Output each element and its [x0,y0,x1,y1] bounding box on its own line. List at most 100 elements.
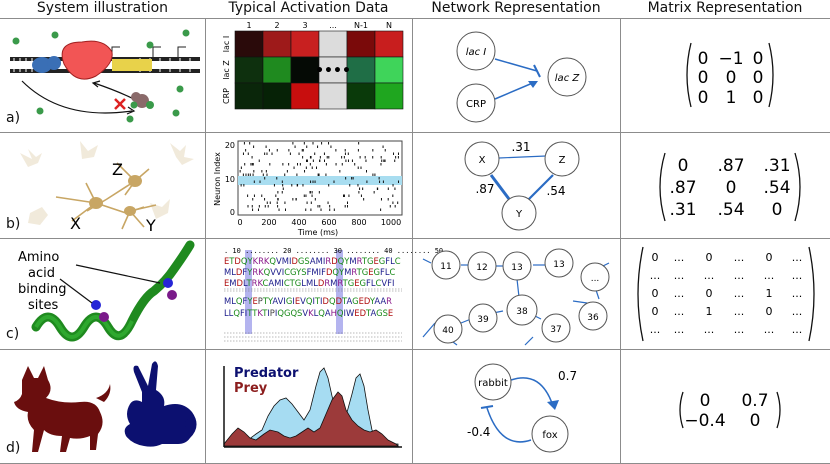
svg-text:fox: fox [542,430,557,441]
sequence-line: ETDQYKRKQVMIDGSAMIRDQYMRTGEGFLC [224,256,401,266]
sequence-line: LLQFITTKTIPIQGQSVKLQAHQIWEDTAGSE [224,308,393,318]
neuron-network: X Z Y .31 .87 .54 [464,140,580,231]
heatmap-cell [346,56,376,84]
binding-site [91,300,101,310]
network-node: 40 [433,314,463,344]
grid-line [0,132,830,133]
network-node: lac I [456,31,496,71]
rabbit-silhouette [124,361,197,447]
matrix-entry: 0 [652,251,659,264]
ellipsis-icon: •••• [315,63,351,79]
svg-text:lac I: lac I [466,47,487,58]
matrix-entry: ... [650,323,661,336]
network-node: 12 [467,251,497,281]
binding-site [167,290,177,300]
svg-text:0: 0 [678,156,689,176]
grid-line [620,18,621,464]
negative-edge [486,407,532,443]
heatmap-col-label: N-1 [354,21,368,30]
protein-illustration: Amino acid binding sites [18,240,195,342]
svg-text:200: 200 [261,218,276,227]
spike-raster-plot: 0 200 400 600 800 1000 0 10 20 Time (ms)… [213,140,403,237]
svg-text:20: 20 [225,141,235,150]
inducer-complex [130,92,154,109]
network-node: CRP [456,83,496,123]
network-node: Z [544,141,580,177]
svg-text:0: 0 [726,178,737,198]
prey-area [223,391,399,447]
svg-text:11: 11 [440,262,451,272]
binding-site [163,278,173,288]
heatmap-cell [374,56,404,84]
residue-network: 11 12 13 13 ... 38 39 40 37 36 [422,248,610,346]
matrix-entry: ... [734,251,745,264]
network-node: 11 [431,250,461,280]
svg-text:0: 0 [753,68,764,88]
svg-text:13: 13 [553,260,564,270]
svg-text:12: 12 [476,263,487,273]
inhibit-x-icon [114,98,126,110]
network-node: 13 [502,251,532,281]
heatmap-cell [262,30,292,58]
network-node: 38 [506,294,538,326]
matrix-entry: ... [734,323,745,336]
svg-text:rabbit: rabbit [478,378,508,389]
heatmap-col-label: N [386,21,392,30]
repressor-protein [32,57,52,73]
heatmap-col-label: 1 [246,21,251,30]
matrix-entry: ... [792,323,803,336]
grid-line [205,18,206,464]
matrix-entry: 0 [652,287,659,300]
matrix-entry: ... [650,269,661,282]
matrix-entry: 0 [652,305,659,318]
svg-text:Y: Y [515,209,523,220]
matrix-entry: 0 [706,287,713,300]
matrix-entry: ... [792,305,803,318]
rna-polymerase [61,40,113,80]
matrix-entry: 1 [706,305,713,318]
svg-text:acid: acid [28,266,55,281]
network-node: 39 [468,303,498,333]
ligand-molecules [12,29,190,123]
heatmap-cell [374,82,404,110]
svg-text:36: 36 [587,313,599,323]
matrix-entry: ... [734,305,745,318]
fox-silhouette [14,366,103,452]
row-label-a: a) [6,110,21,126]
network-node: ... [580,262,610,292]
highlight-column [245,250,252,334]
gene-network: lac I CRP lac Z [456,31,587,123]
heatmap-cell [262,82,292,110]
svg-text:Neuron Index: Neuron Index [213,152,222,206]
svg-text:Y: Y [145,216,156,235]
network-node: 36 [578,301,608,331]
svg-text:.54: .54 [763,178,790,198]
svg-text:0: 0 [700,391,711,411]
heatmap-cell [234,56,264,84]
svg-text:lac Z: lac Z [555,73,581,84]
svg-text:.31: .31 [511,140,530,154]
matrix-entry: ... [674,251,685,264]
svg-text:0: 0 [698,68,709,88]
svg-text:37: 37 [550,325,561,335]
header-matrix-representation: Matrix Representation [647,0,803,16]
matrix-entry: ... [764,323,775,336]
repression-edge [494,58,538,72]
svg-text:Amino: Amino [18,250,59,265]
svg-text:.54: .54 [546,184,565,198]
matrix-entry: ... [674,287,685,300]
svg-text:Z: Z [112,160,123,179]
matrix-entry: 0 [766,305,773,318]
svg-text:0: 0 [726,68,737,88]
grid-line [0,349,830,350]
heatmap-row-label: CRP [222,88,231,104]
heatmap-cell [346,82,376,110]
svg-text:10: 10 [225,175,235,184]
svg-text:. 10 ........ 20 ........ 30 .: . 10 ........ 20 ........ 30 ........ 40… [224,247,452,255]
highlight-column [336,250,343,334]
heatmap-cell [346,30,376,58]
svg-text:0: 0 [698,49,709,69]
